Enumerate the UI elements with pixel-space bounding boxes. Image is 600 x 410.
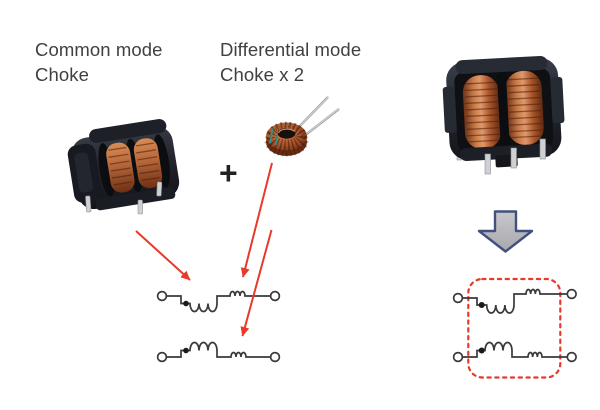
- terminal: [452, 351, 464, 363]
- choke-pin: [137, 199, 143, 215]
- differential-mode-choke-photo: [244, 84, 344, 184]
- polarity-dot: [478, 347, 485, 354]
- common-mode-choke-photo: [64, 110, 184, 216]
- choke-pin: [539, 138, 546, 160]
- schematic-line2: [452, 341, 577, 363]
- polarity-dot: [183, 300, 189, 307]
- toroid-hole: [277, 128, 296, 139]
- teal-stripe: [275, 130, 279, 146]
- polarity-dot: [478, 302, 485, 308]
- choke-pin: [156, 181, 163, 197]
- schematic-line1: [156, 290, 281, 313]
- schematic-integrated-choke: [450, 276, 585, 382]
- choke-body: [67, 118, 180, 211]
- terminal: [156, 290, 168, 302]
- teal-stripe: [269, 128, 274, 144]
- choke-pin: [85, 195, 92, 213]
- differential-mode-label-line2: Choke x 2: [220, 64, 305, 85]
- differential-mode-choke-label: Differential mode Choke x 2: [220, 37, 361, 87]
- terminal: [452, 292, 464, 304]
- schematic-separate-chokes: [148, 282, 288, 367]
- schematic-line2: [156, 341, 281, 363]
- common-mode-label-line1: Common mode: [35, 39, 163, 60]
- dashed-outline: [467, 277, 562, 379]
- combined-choke-photo: [436, 48, 571, 183]
- common-mode-choke-label: Common mode Choke: [35, 37, 163, 87]
- down-block-arrow-shape: [477, 210, 534, 253]
- plus-sign: +: [219, 155, 238, 191]
- schematic-separate-chokes-svg: [156, 290, 281, 363]
- schematic-line1: [452, 288, 577, 314]
- schematic-integrated-choke-svg: [452, 277, 577, 379]
- choke-body: [442, 55, 565, 168]
- red-arrow-common-mode: [135, 230, 191, 281]
- terminal: [566, 288, 577, 300]
- choke-pin: [510, 147, 517, 169]
- down-block-arrow: [475, 208, 537, 256]
- common-mode-choke-illustration: [67, 118, 180, 215]
- common-mode-label-line2: Choke: [35, 64, 89, 85]
- terminal: [269, 290, 281, 302]
- terminal: [156, 351, 168, 363]
- terminal: [269, 351, 281, 363]
- choke-pin: [484, 153, 491, 175]
- polarity-dot: [183, 347, 189, 354]
- combined-choke-illustration: [442, 55, 565, 175]
- terminal: [566, 351, 577, 363]
- toroid-inductor-illustration: [264, 96, 340, 157]
- differential-mode-label-line1: Differential mode: [220, 39, 362, 60]
